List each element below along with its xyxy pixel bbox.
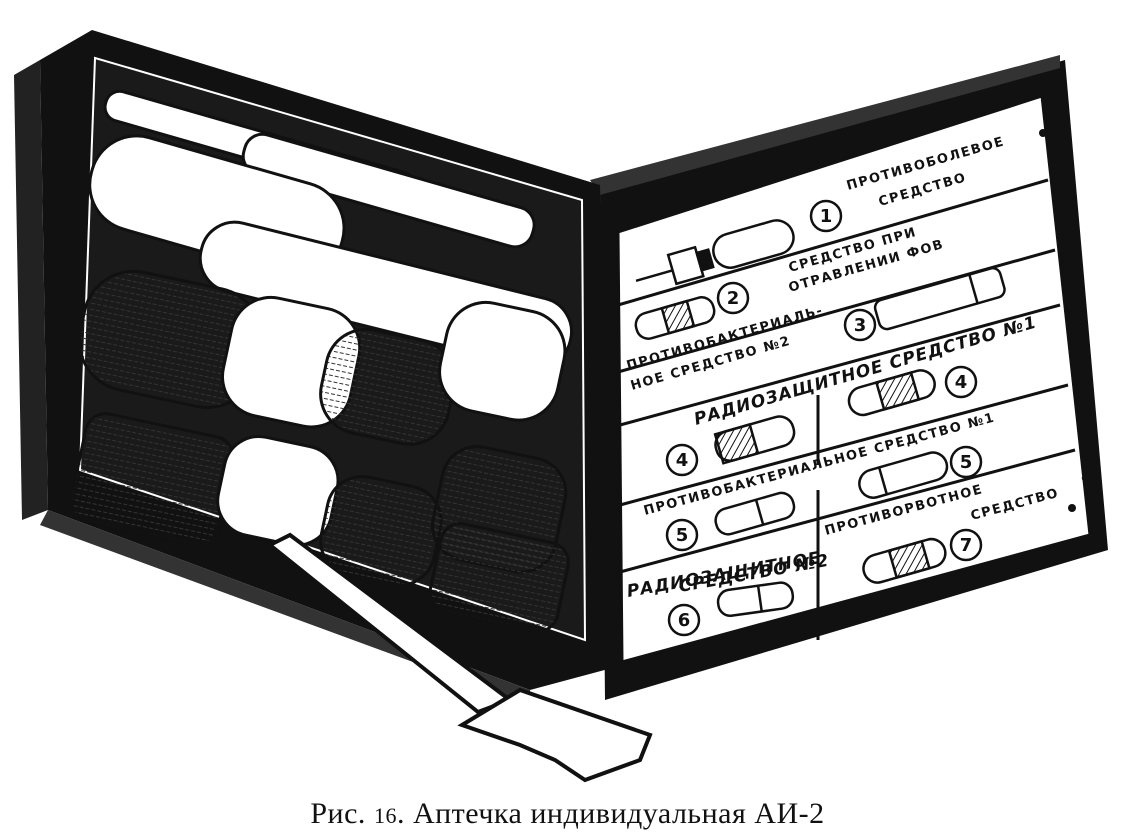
item-number-4-right: 4 [955, 372, 968, 393]
item-number-1: 1 [820, 206, 833, 227]
item-number-3: 3 [854, 315, 867, 336]
item-number-7: 7 [960, 535, 973, 556]
tube-icon-3 [873, 266, 1006, 331]
case-icon-2 [634, 296, 716, 340]
case-icon-5-right [858, 451, 949, 499]
case-icon-5-left [714, 491, 796, 536]
lid-number-circles [665, 199, 983, 637]
item-number-2: 2 [727, 288, 740, 309]
caption-text: . Аптечка индивидуальная АИ-2 [396, 797, 825, 830]
first-aid-kit-illustration: 1 2 3 4 4 5 5 7 6 ПРОТИВОБОЛЕВОЕ СРЕДСТВ… [14, 30, 1108, 783]
syringe-tube-icon [635, 219, 795, 286]
case-icon-4-right [847, 369, 936, 417]
item-number-6: 6 [678, 610, 691, 631]
figure-caption: Рис. 16. Аптечка индивидуальная АИ-2 [0, 790, 1135, 837]
lid-pictograms [634, 219, 1006, 618]
item-number-5-left: 5 [676, 525, 689, 546]
case-clip [266, 532, 653, 783]
item-number-5-right: 5 [960, 452, 973, 473]
case-icon-4-left [713, 415, 796, 465]
case-icon-6 [716, 581, 795, 618]
caption-prefix: Рис. [310, 797, 366, 830]
case-icon-7 [862, 537, 947, 584]
item-number-4-left: 4 [676, 450, 689, 471]
kit-contents [69, 89, 573, 633]
caption-number: 16 [373, 803, 397, 828]
